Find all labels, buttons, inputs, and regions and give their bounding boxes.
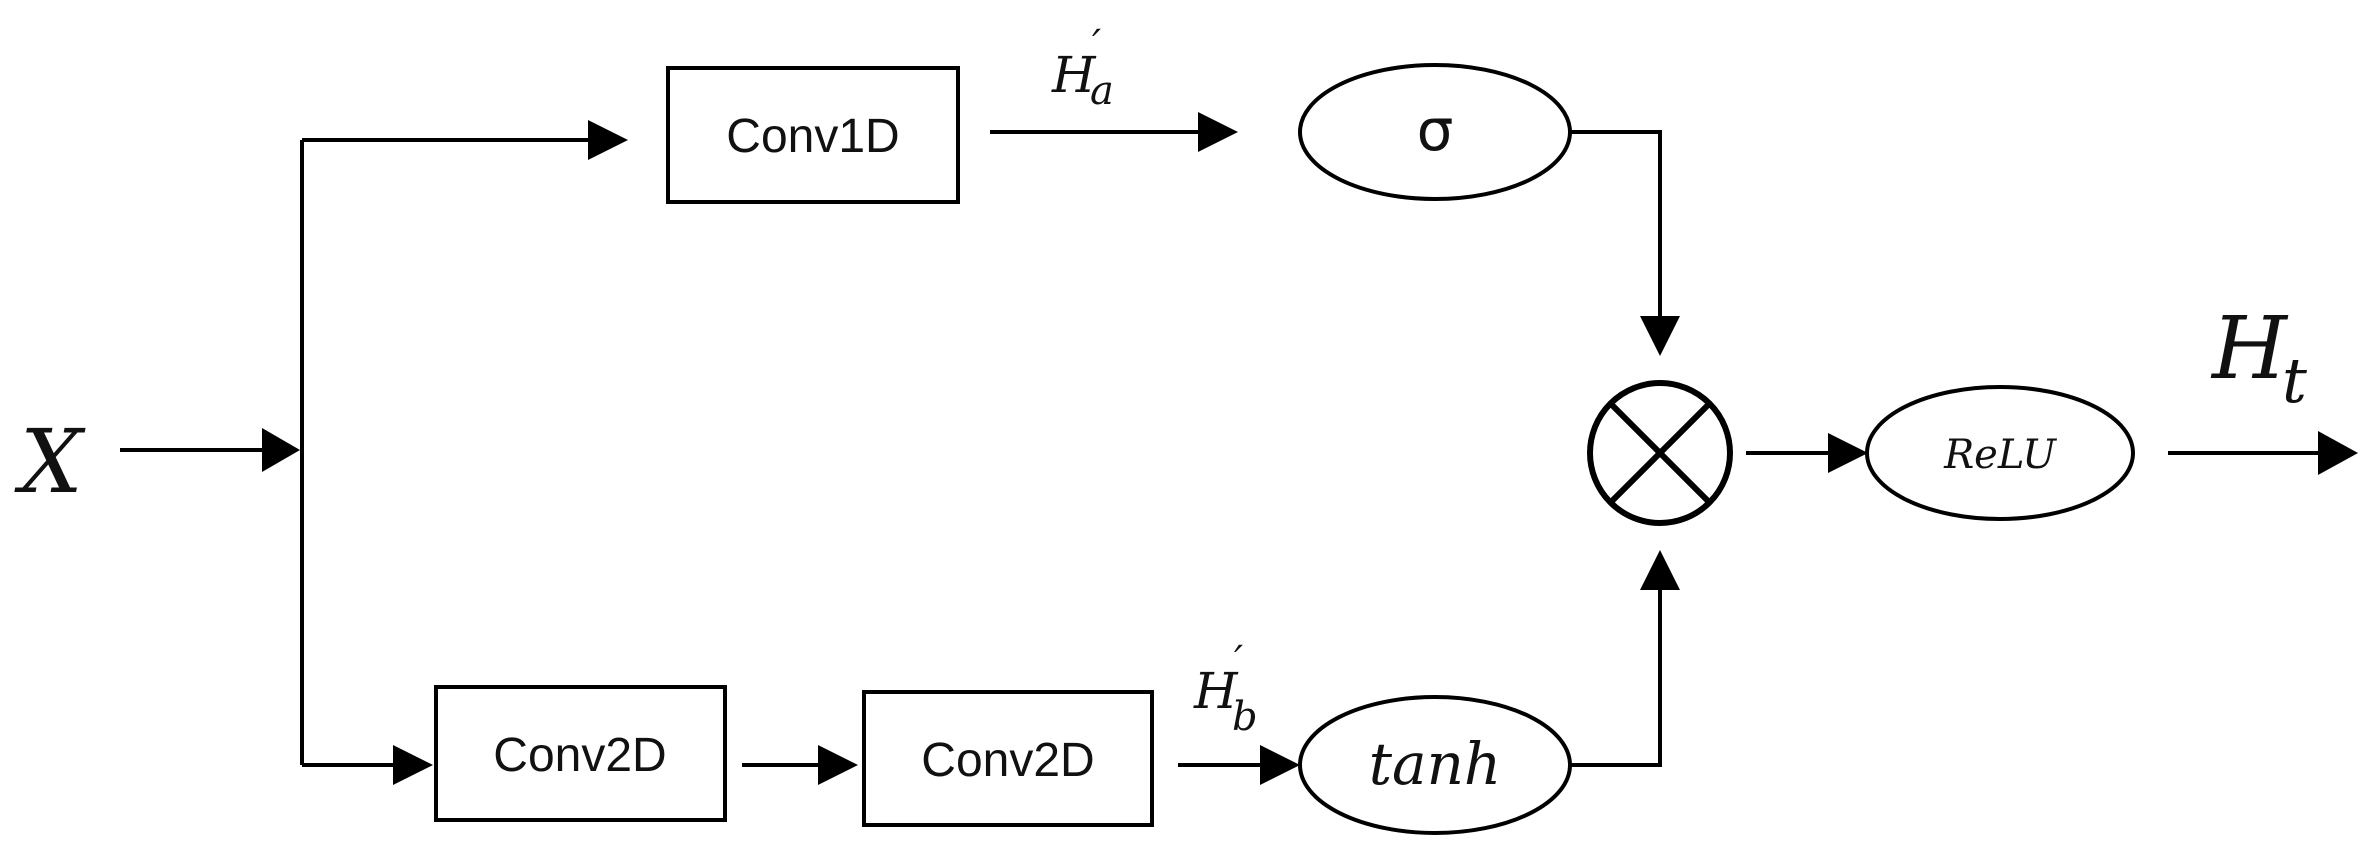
tanh-label: tanh (1369, 730, 1502, 798)
top-branch-arrowhead (588, 120, 628, 160)
conv1d-label: Conv1D (726, 110, 899, 163)
signal-ha-base: H (1051, 46, 1097, 104)
signal-hb-base: H (1193, 662, 1239, 720)
signal-ha-sub: a (1090, 68, 1114, 114)
signal-hb-sub: b (1232, 694, 1258, 740)
relu-label: ReLU (1943, 432, 2057, 478)
multiply-to-relu-arrowhead (1828, 433, 1868, 473)
input-label: X (14, 410, 86, 513)
tanh-to-multiply-line (1570, 588, 1662, 767)
output-label: H t (2210, 299, 2307, 417)
conv2d-label-1: Conv2D (493, 729, 666, 782)
sigma-to-multiply-line (1570, 130, 1662, 318)
signal-ha-prime: ′ (1092, 22, 1101, 68)
input-arrowhead (262, 428, 300, 472)
output-label-base: H (2210, 299, 2289, 399)
conv1d-to-sigma-arrowhead (1198, 112, 1238, 152)
tanh-to-multiply-arrowhead (1640, 550, 1680, 590)
sigma-to-multiply-arrowhead (1640, 316, 1680, 356)
conv2d-box-1 (434, 685, 727, 822)
bottom-branch-arrowhead (393, 745, 433, 785)
sigma-label: σ (1417, 96, 1454, 164)
relu-ellipse (1865, 385, 2135, 521)
conv2d-box-2 (862, 690, 1154, 827)
output-label-sub: t (2282, 344, 2307, 417)
multiply-node (1587, 380, 1733, 526)
signal-hb-prime: ′ (1234, 638, 1243, 684)
conv2d-to-conv2d-arrowhead (818, 745, 858, 785)
conv2d-to-tanh-arrowhead (1260, 745, 1300, 785)
signal-ha-label: H ′ a (1051, 22, 1114, 114)
conv2d-label-2: Conv2D (921, 734, 1094, 787)
multiply-cross (1608, 401, 1712, 505)
relu-to-output-arrowhead (2318, 431, 2358, 475)
conv1d-box (666, 66, 960, 204)
signal-hb-label: H ′ b (1193, 638, 1258, 740)
